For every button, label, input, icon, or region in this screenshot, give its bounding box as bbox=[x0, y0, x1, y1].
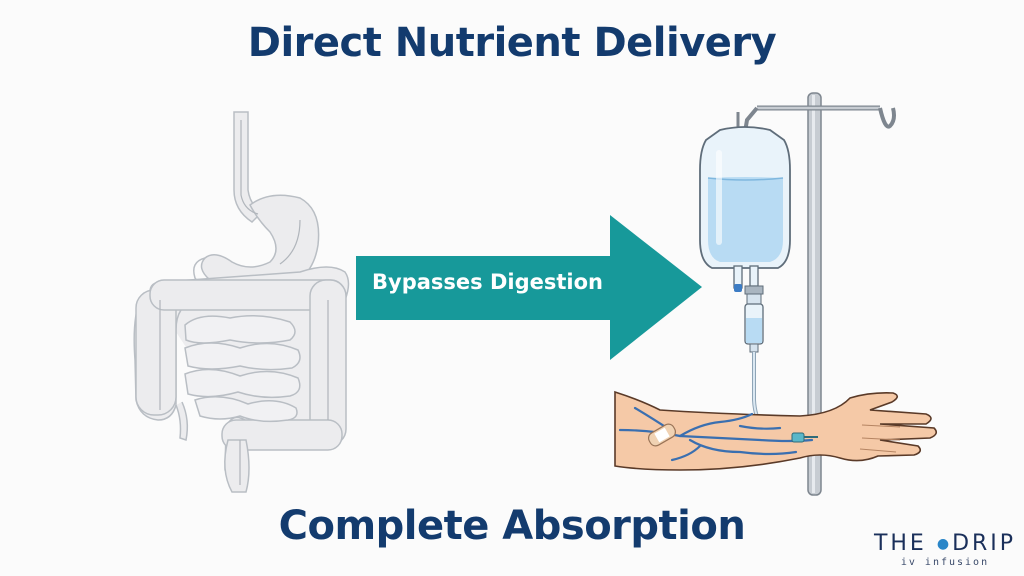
drip-chamber bbox=[744, 285, 764, 353]
veins bbox=[618, 406, 814, 462]
arrow-label: Bypasses Digestion bbox=[372, 270, 603, 294]
logo-wordmark: THE ●DRIP bbox=[870, 533, 1020, 555]
logo-text-right: DRIP bbox=[952, 531, 1017, 556]
stomach bbox=[200, 194, 320, 294]
page-title: Direct Nutrient Delivery bbox=[247, 20, 777, 66]
iv-bag bbox=[699, 126, 791, 292]
bandage bbox=[647, 423, 677, 447]
footer-title: Complete Absorption bbox=[278, 503, 746, 549]
brand-logo: THE ●DRIP iv infusion bbox=[870, 533, 1020, 569]
catheter bbox=[791, 432, 818, 443]
arrow-shape bbox=[356, 215, 702, 360]
logo-subtitle: iv infusion bbox=[900, 557, 990, 568]
logo-text-left: THE bbox=[873, 531, 927, 556]
logo-dot-icon: ● bbox=[936, 536, 953, 552]
